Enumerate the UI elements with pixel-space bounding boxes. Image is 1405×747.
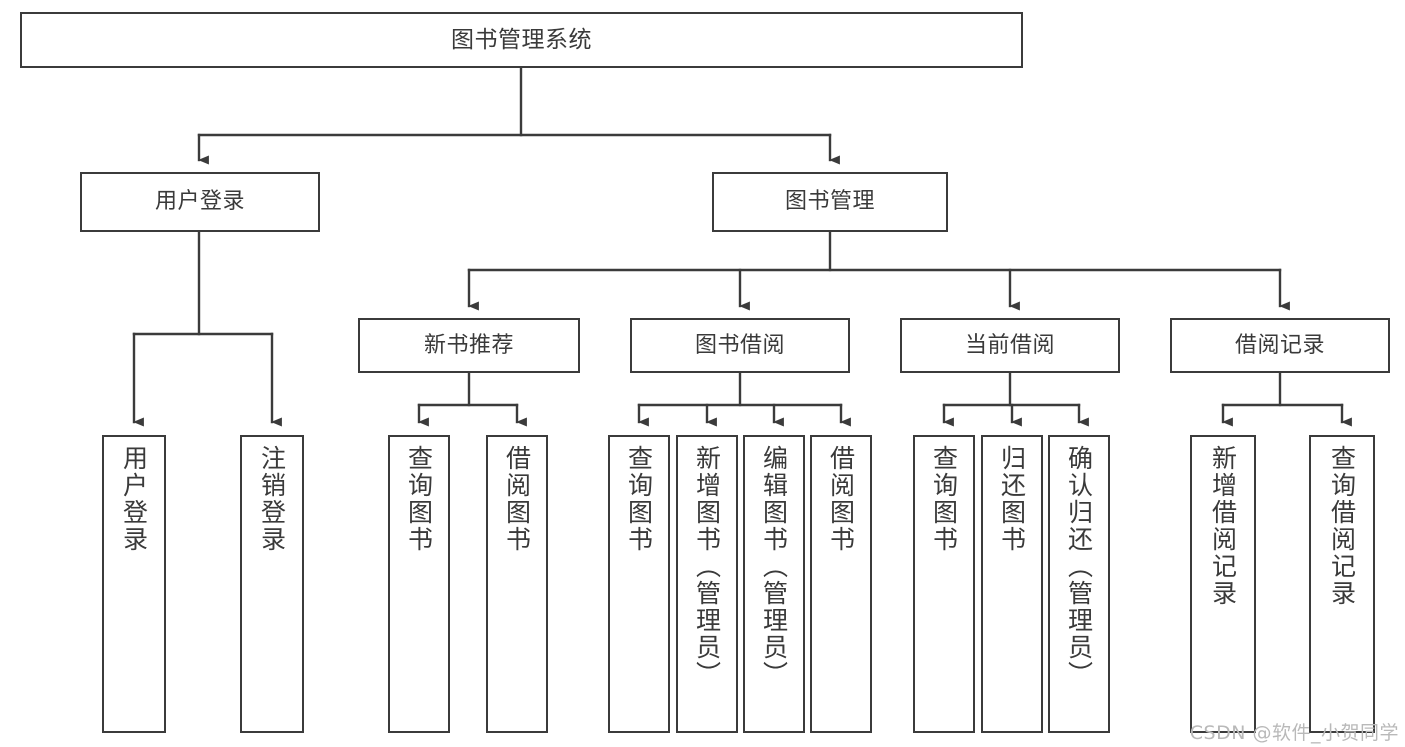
leaf-nb-query-book-label: 查询图书 (404, 445, 434, 553)
leaf-cb-confirm-return-admin-label: 确认归还（管理员） (1064, 445, 1094, 688)
leaf-br-query-record-label: 查询借阅记录 (1327, 445, 1357, 607)
leaf-bw-add-book-admin-label: 新增图书（管理员） (692, 445, 722, 688)
node-book-borrow[interactable]: 图书借阅 (630, 318, 850, 373)
leaf-cb-return-book-label: 归还图书 (997, 445, 1027, 553)
csdn-watermark: CSDN @软件_小贺同学 (1189, 722, 1399, 744)
node-current-borrow-label: 当前借阅 (964, 332, 1055, 358)
leaf-br-add-record[interactable]: 新增借阅记录 (1190, 435, 1256, 733)
leaf-bw-query-book[interactable]: 查询图书 (608, 435, 670, 733)
leaf-logout-label: 注销登录 (257, 445, 287, 553)
node-book-borrow-label: 图书借阅 (694, 332, 785, 358)
leaf-bw-edit-book-admin[interactable]: 编辑图书（管理员） (743, 435, 805, 733)
node-book-manage[interactable]: 图书管理 (712, 172, 948, 232)
node-borrow-record-label: 借阅记录 (1234, 332, 1325, 358)
node-borrow-record[interactable]: 借阅记录 (1170, 318, 1390, 373)
node-root-label: 图书管理系统 (451, 26, 592, 53)
node-root[interactable]: 图书管理系统 (20, 12, 1023, 68)
leaf-user-login-label: 用户登录 (119, 445, 149, 553)
leaf-cb-query-book[interactable]: 查询图书 (913, 435, 975, 733)
leaf-br-query-record[interactable]: 查询借阅记录 (1309, 435, 1375, 733)
node-current-borrow[interactable]: 当前借阅 (900, 318, 1120, 373)
leaf-bw-borrow-book[interactable]: 借阅图书 (810, 435, 872, 733)
leaf-logout[interactable]: 注销登录 (240, 435, 304, 733)
leaf-cb-confirm-return-admin[interactable]: 确认归还（管理员） (1048, 435, 1110, 733)
node-user-login-label: 用户登录 (154, 189, 245, 215)
leaf-nb-borrow-book-label: 借阅图书 (502, 445, 532, 553)
leaf-bw-borrow-book-label: 借阅图书 (826, 445, 856, 553)
leaf-bw-edit-book-admin-label: 编辑图书（管理员） (759, 445, 789, 688)
node-new-book-recommend[interactable]: 新书推荐 (358, 318, 580, 373)
leaf-nb-borrow-book[interactable]: 借阅图书 (486, 435, 548, 733)
leaf-nb-query-book[interactable]: 查询图书 (388, 435, 450, 733)
leaf-br-add-record-label: 新增借阅记录 (1208, 445, 1238, 607)
leaf-bw-query-book-label: 查询图书 (624, 445, 654, 553)
node-book-manage-label: 图书管理 (784, 189, 875, 215)
leaf-bw-add-book-admin[interactable]: 新增图书（管理员） (676, 435, 738, 733)
leaf-user-login[interactable]: 用户登录 (102, 435, 166, 733)
leaf-cb-return-book[interactable]: 归还图书 (981, 435, 1043, 733)
node-user-login[interactable]: 用户登录 (80, 172, 320, 232)
leaf-cb-query-book-label: 查询图书 (929, 445, 959, 553)
node-new-book-recommend-label: 新书推荐 (423, 332, 514, 358)
